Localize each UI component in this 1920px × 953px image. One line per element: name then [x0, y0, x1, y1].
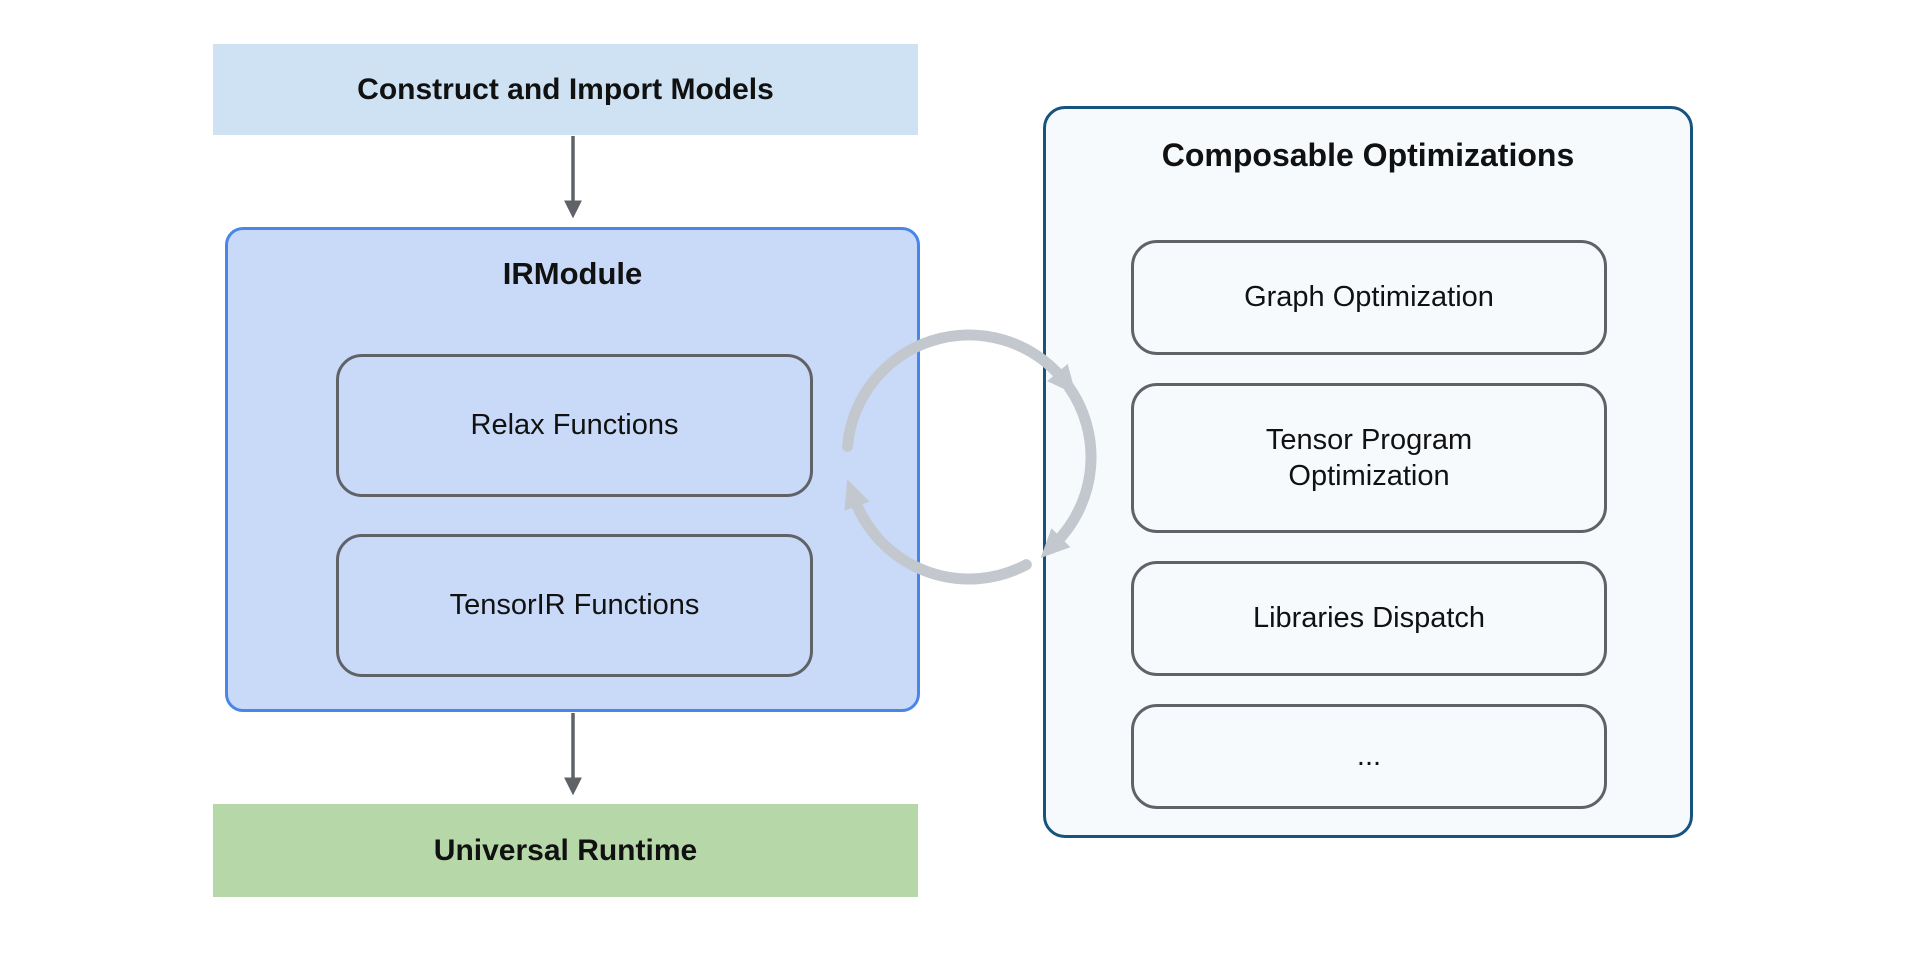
irmodule-box: IRModule Relax Functions TensorIR Functi…: [225, 227, 920, 712]
universal-runtime-box: Universal Runtime: [213, 804, 918, 897]
construct-import-models-box: Construct and Import Models: [213, 44, 918, 135]
universal-runtime-label: Universal Runtime: [433, 833, 698, 867]
ellipsis-box: ...: [1131, 704, 1607, 809]
graph-optimization-label: Graph Optimization: [1244, 281, 1494, 314]
libraries-dispatch-label: Libraries Dispatch: [1252, 602, 1486, 635]
graph-optimization-box: Graph Optimization: [1131, 240, 1607, 355]
tensorir-functions-label: TensorIR Functions: [449, 589, 700, 621]
composable-optimizations-panel: Composable Optimizations Graph Optimizat…: [1043, 106, 1693, 838]
relax-functions-box: Relax Functions: [336, 354, 813, 497]
composable-optimizations-title: Composable Optimizations: [1161, 137, 1575, 173]
construct-import-models-label: Construct and Import Models: [357, 72, 774, 106]
relax-functions-label: Relax Functions: [470, 409, 679, 441]
tensor-program-optimization-box: Tensor Program Optimization: [1131, 383, 1607, 533]
irmodule-title: IRModule: [502, 256, 643, 291]
tensor-program-optimization-label: Tensor Program Optimization: [1265, 423, 1473, 492]
ellipsis-label: ...: [1356, 740, 1382, 773]
libraries-dispatch-box: Libraries Dispatch: [1131, 561, 1607, 676]
tensorir-functions-box: TensorIR Functions: [336, 534, 813, 677]
